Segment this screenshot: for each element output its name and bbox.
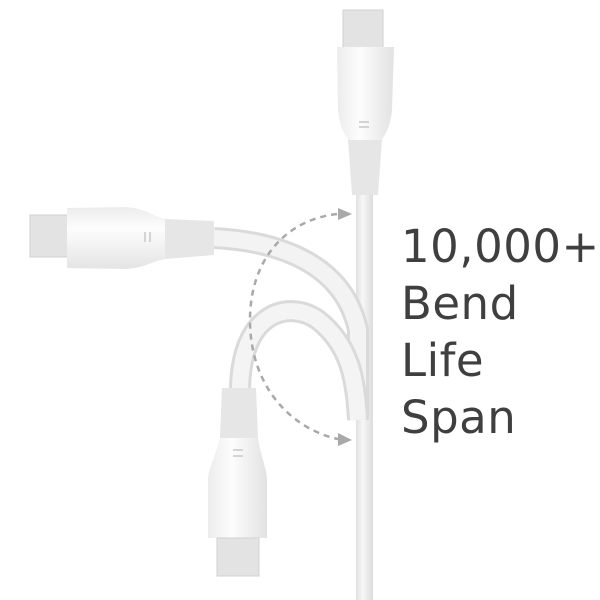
caption-line-span: Span (401, 391, 517, 444)
caption-line-count: 10,000+ (401, 220, 600, 273)
dashed-curved-arrow-icon (248, 208, 352, 446)
bend-life-caption: 10,000+ Bend Life Span (401, 218, 600, 446)
bent-cable-upper (213, 227, 369, 420)
caption-line-life: Life (401, 334, 485, 387)
caption-line-bend: Bend (401, 277, 519, 330)
usb-c-connector-bottom-icon (208, 388, 267, 577)
usb-c-connector-left-icon (29, 207, 214, 269)
bent-cable-lower (229, 300, 369, 421)
usb-c-connector-top-icon (337, 9, 394, 195)
